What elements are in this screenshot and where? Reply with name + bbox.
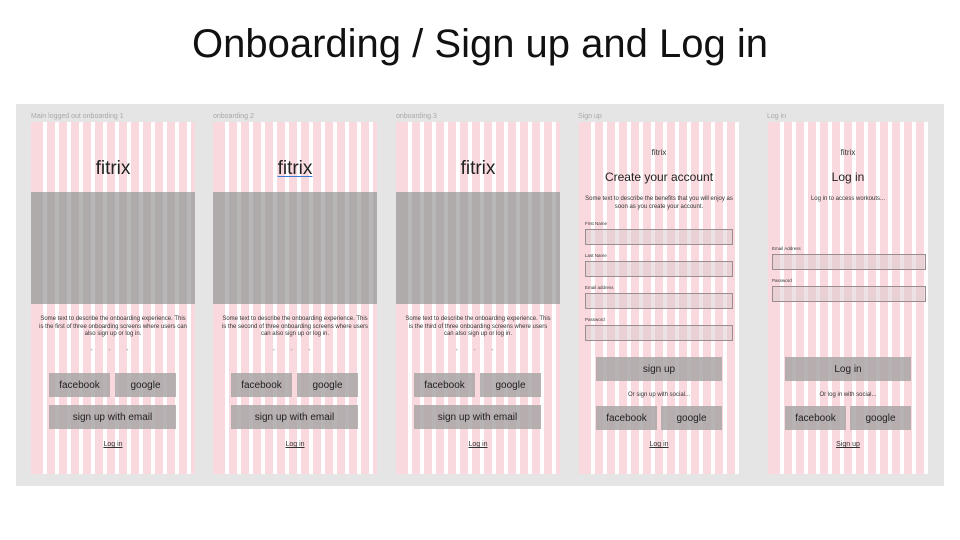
password-field[interactable] bbox=[772, 286, 926, 302]
sign-up-with-email-button[interactable]: sign up with email bbox=[231, 405, 358, 429]
hero-image-placeholder bbox=[396, 192, 560, 304]
email-address-label: Email Address bbox=[772, 246, 801, 251]
facebook-button[interactable]: facebook bbox=[49, 373, 110, 397]
facebook-button[interactable]: facebook bbox=[785, 406, 846, 430]
google-button[interactable]: google bbox=[115, 373, 176, 397]
log-in-link[interactable]: Log in bbox=[468, 441, 488, 448]
sign-up-link[interactable]: Sign up bbox=[836, 441, 860, 448]
hero-image-placeholder bbox=[31, 192, 195, 304]
facebook-button[interactable]: facebook bbox=[414, 373, 475, 397]
log-in-link[interactable]: Log in bbox=[103, 441, 123, 448]
log-in-description: Log in to access workouts... bbox=[810, 196, 886, 202]
last-name-label: Last Name bbox=[585, 253, 607, 258]
frame-label-onboarding-2[interactable]: onboarding 2 bbox=[213, 113, 254, 120]
sign-up-with-email-button[interactable]: sign up with email bbox=[49, 405, 176, 429]
app-logo: fitrix bbox=[840, 148, 856, 157]
password-field[interactable] bbox=[585, 325, 733, 341]
app-logo: fitrix bbox=[95, 158, 131, 179]
pagination-dots[interactable]: • • • bbox=[90, 348, 136, 354]
first-name-field[interactable] bbox=[585, 229, 733, 245]
frame-label-onboarding-3[interactable]: onboarding 3 bbox=[396, 113, 437, 120]
log-in-screen: fitrix Log in Log in to access workouts.… bbox=[768, 122, 928, 474]
app-logo: fitrix bbox=[460, 158, 496, 179]
onboarding-3-screen: fitrix Some text to describe the onboard… bbox=[396, 122, 560, 474]
log-in-link[interactable]: Log in bbox=[649, 441, 669, 448]
social-divider-text: Or log in with social... bbox=[819, 392, 877, 398]
page-title: Log in bbox=[831, 170, 865, 184]
password-label: Password bbox=[772, 278, 792, 283]
onboarding-2-screen: fitrix Some text to describe the onboard… bbox=[213, 122, 377, 474]
frame-label-onboarding-1[interactable]: Main logged out onboarding 1 bbox=[31, 113, 124, 120]
social-divider-text: Or sign up with social... bbox=[627, 392, 691, 398]
google-button[interactable]: google bbox=[480, 373, 541, 397]
facebook-button[interactable]: facebook bbox=[231, 373, 292, 397]
page-title: Create your account bbox=[604, 170, 714, 184]
google-button[interactable]: google bbox=[850, 406, 911, 430]
log-in-link[interactable]: Log in bbox=[285, 441, 305, 448]
log-in-button[interactable]: Log in bbox=[785, 357, 911, 381]
onboarding-1-screen: fitrix Some text to describe the onboard… bbox=[31, 122, 195, 474]
onboarding-description: Some text to describe the onboarding exp… bbox=[405, 316, 551, 337]
app-logo: fitrix bbox=[213, 158, 377, 180]
onboarding-description: Some text to describe the onboarding exp… bbox=[221, 316, 369, 337]
app-logo: fitrix bbox=[651, 148, 667, 157]
password-label: Password bbox=[585, 317, 605, 322]
pagination-dots[interactable]: • • • bbox=[455, 348, 501, 354]
sign-up-screen: fitrix Create your account Some text to … bbox=[579, 122, 739, 474]
pagination-dots[interactable]: • • • bbox=[272, 348, 318, 354]
app-logo-text[interactable]: fitrix bbox=[277, 158, 313, 179]
google-button[interactable]: google bbox=[297, 373, 358, 397]
email-address-field[interactable] bbox=[585, 293, 733, 309]
onboarding-description: Some text to describe the onboarding exp… bbox=[39, 316, 187, 337]
frame-label-log-in[interactable]: Log in bbox=[767, 113, 787, 120]
frame-label-sign-up[interactable]: Sign up bbox=[578, 113, 602, 120]
hero-image-placeholder bbox=[213, 192, 377, 304]
sign-up-with-email-button[interactable]: sign up with email bbox=[414, 405, 541, 429]
first-name-label: First Name bbox=[585, 221, 608, 226]
last-name-field[interactable] bbox=[585, 261, 733, 277]
slide-title: Onboarding / Sign up and Log in bbox=[192, 22, 768, 66]
email-address-label: Email address bbox=[585, 285, 614, 290]
email-address-field[interactable] bbox=[772, 254, 926, 270]
facebook-button[interactable]: facebook bbox=[596, 406, 657, 430]
sign-up-description: Some text to describe the benefits that … bbox=[585, 196, 733, 210]
google-button[interactable]: google bbox=[661, 406, 722, 430]
sign-up-button[interactable]: sign up bbox=[596, 357, 722, 381]
